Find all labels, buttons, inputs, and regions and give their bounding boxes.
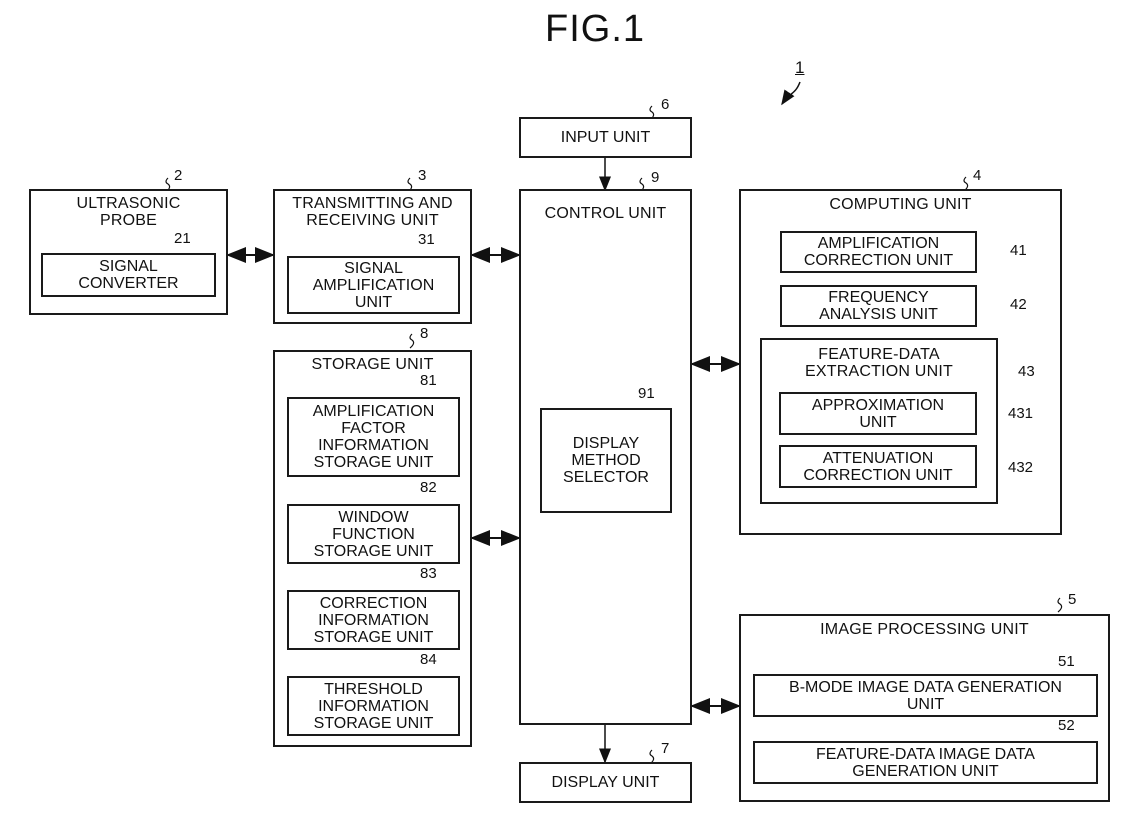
storage-unit-ref: 8	[420, 326, 428, 341]
correction-information-storage-ref: 83	[420, 566, 437, 581]
transmitting-receiving-unit-ref: 3	[418, 168, 426, 183]
window-function-storage-label: WINDOW FUNCTION STORAGE UNIT	[289, 506, 458, 562]
frequency-analysis-unit-label: FREQUENCY ANALYSIS UNIT	[782, 287, 975, 325]
control-unit-ref: 9	[651, 170, 659, 185]
attenuation-correction-unit-ref: 432	[1008, 460, 1033, 475]
feature-data-image-data-generation-unit-ref: 52	[1058, 718, 1075, 733]
frequency-analysis-unit-block: FREQUENCY ANALYSIS UNIT	[780, 285, 977, 327]
amplification-correction-unit-ref: 41	[1010, 243, 1027, 258]
bmode-image-data-generation-unit-block: B-MODE IMAGE DATA GENERATION UNIT	[753, 674, 1098, 717]
correction-information-storage-block: CORRECTION INFORMATION STORAGE UNIT	[287, 590, 460, 650]
bmode-image-data-generation-unit-ref: 51	[1058, 654, 1075, 669]
storage-unit-block: STORAGE UNIT AMPLIFICATION FACTOR INFORM…	[273, 350, 472, 747]
amplification-correction-unit-block: AMPLIFICATION CORRECTION UNIT	[780, 231, 977, 273]
approximation-unit-label: APPROXIMATION UNIT	[781, 394, 975, 433]
control-unit-label: CONTROL UNIT	[521, 205, 690, 222]
signal-converter-ref: 21	[174, 231, 191, 246]
display-method-selector-label: DISPLAY METHOD SELECTOR	[542, 410, 670, 511]
approximation-unit-ref: 431	[1008, 406, 1033, 421]
input-unit-block: INPUT UNIT	[519, 117, 692, 158]
amplification-factor-storage-block: AMPLIFICATION FACTOR INFORMATION STORAGE…	[287, 397, 460, 477]
threshold-information-storage-block: THRESHOLD INFORMATION STORAGE UNIT	[287, 676, 460, 736]
image-processing-unit-ref: 5	[1068, 592, 1076, 607]
signal-amplification-unit-ref: 31	[418, 232, 435, 247]
signal-amplification-unit-label: SIGNAL AMPLIFICATION UNIT	[289, 258, 458, 312]
bmode-image-data-generation-unit-label: B-MODE IMAGE DATA GENERATION UNIT	[755, 676, 1096, 715]
computing-unit-ref: 4	[973, 168, 981, 183]
image-processing-unit-label: IMAGE PROCESSING UNIT	[741, 621, 1108, 638]
display-unit-block: DISPLAY UNIT	[519, 762, 692, 803]
ultrasonic-probe-label: ULTRASONIC PROBE	[31, 195, 226, 229]
transmitting-receiving-unit-label: TRANSMITTING AND RECEIVING UNIT	[275, 195, 470, 229]
amplification-correction-unit-label: AMPLIFICATION CORRECTION UNIT	[782, 233, 975, 271]
attenuation-correction-unit-block: ATTENUATION CORRECTION UNIT	[779, 445, 977, 488]
attenuation-correction-unit-label: ATTENUATION CORRECTION UNIT	[781, 447, 975, 486]
feature-data-extraction-unit-label: FEATURE-DATA EXTRACTION UNIT	[762, 346, 996, 380]
feature-data-extraction-unit-block: FEATURE-DATA EXTRACTION UNIT APPROXIMATI…	[760, 338, 998, 504]
display-method-selector-block: DISPLAY METHOD SELECTOR	[540, 408, 672, 513]
image-processing-unit-block: IMAGE PROCESSING UNIT B-MODE IMAGE DATA …	[739, 614, 1110, 802]
computing-unit-label: COMPUTING UNIT	[741, 196, 1060, 213]
frequency-analysis-unit-ref: 42	[1010, 297, 1027, 312]
correction-information-storage-label: CORRECTION INFORMATION STORAGE UNIT	[289, 592, 458, 648]
transmitting-receiving-unit-block: TRANSMITTING AND RECEIVING UNIT SIGNAL A…	[273, 189, 472, 324]
system-pointer-arrow	[782, 82, 800, 104]
signal-amplification-unit-block: SIGNAL AMPLIFICATION UNIT	[287, 256, 460, 314]
input-unit-label: INPUT UNIT	[521, 119, 690, 156]
ultrasonic-probe-ref: 2	[174, 168, 182, 183]
storage-unit-label: STORAGE UNIT	[275, 356, 470, 373]
ultrasonic-probe-block: ULTRASONIC PROBE SIGNAL CONVERTER	[29, 189, 228, 315]
signal-converter-label: SIGNAL CONVERTER	[43, 255, 214, 295]
input-unit-ref: 6	[661, 97, 669, 112]
approximation-unit-block: APPROXIMATION UNIT	[779, 392, 977, 435]
display-unit-label: DISPLAY UNIT	[521, 764, 690, 801]
amplification-factor-storage-label: AMPLIFICATION FACTOR INFORMATION STORAGE…	[289, 399, 458, 475]
window-function-storage-ref: 82	[420, 480, 437, 495]
feature-data-image-data-generation-unit-block: FEATURE-DATA IMAGE DATA GENERATION UNIT	[753, 741, 1098, 784]
display-unit-ref: 7	[661, 741, 669, 756]
amplification-factor-storage-ref: 81	[420, 373, 437, 388]
display-method-selector-ref: 91	[638, 386, 655, 401]
signal-converter-block: SIGNAL CONVERTER	[41, 253, 216, 297]
threshold-information-storage-label: THRESHOLD INFORMATION STORAGE UNIT	[289, 678, 458, 734]
computing-unit-block: COMPUTING UNIT AMPLIFICATION CORRECTION …	[739, 189, 1062, 535]
window-function-storage-block: WINDOW FUNCTION STORAGE UNIT	[287, 504, 460, 564]
feature-data-extraction-unit-ref: 43	[1018, 364, 1035, 379]
feature-data-image-data-generation-unit-label: FEATURE-DATA IMAGE DATA GENERATION UNIT	[755, 743, 1096, 782]
threshold-information-storage-ref: 84	[420, 652, 437, 667]
